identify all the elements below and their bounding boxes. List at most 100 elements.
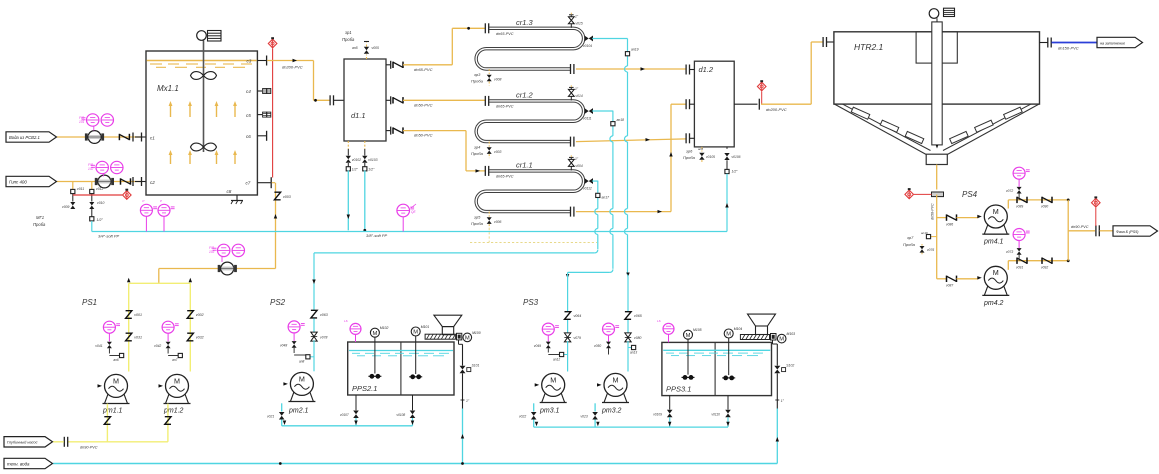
svg-text:PS1: PS1 [82, 298, 97, 307]
svg-text:M: M [113, 376, 119, 385]
svg-text:PPS2.1: PPS2.1 [352, 384, 377, 393]
svg-text:Проба: Проба [33, 222, 46, 227]
svg-text:v005: v005 [372, 46, 379, 50]
svg-text:cr1.2: cr1.2 [516, 90, 534, 99]
svg-text:M: M [993, 207, 999, 216]
svg-text:dn50-PVC: dn50-PVC [414, 102, 433, 107]
svg-text:v0112: v0112 [583, 187, 592, 191]
svg-text:1/2": 1/2" [732, 170, 739, 174]
svg-text:an13: an13 [630, 351, 637, 355]
svg-text:v004: v004 [576, 164, 583, 168]
svg-text:an17: an17 [602, 195, 610, 199]
svg-text:cr1.3: cr1.3 [516, 18, 534, 27]
svg-text:v087: v087 [946, 284, 953, 288]
svg-text:M104: M104 [734, 327, 743, 331]
svg-text:v041: v041 [95, 344, 102, 348]
svg-text:зр7: зр7 [906, 235, 914, 240]
svg-text:1": 1" [466, 399, 470, 403]
svg-text:an12: an12 [553, 358, 560, 362]
svg-text:3/8"-soft PP: 3/8"-soft PP [366, 233, 388, 238]
svg-text:v032: v032 [196, 336, 204, 340]
svg-text:cr1.1: cr1.1 [516, 160, 533, 169]
svg-text:v0110: v0110 [712, 413, 721, 417]
svg-text:v003: v003 [494, 150, 501, 154]
svg-text:M103: M103 [787, 332, 796, 336]
svg-text:v078: v078 [320, 336, 327, 340]
svg-text:dn50-PVC: dn50-PVC [414, 133, 433, 138]
svg-text:Фаза Б (PS5): Фаза Б (PS5) [1116, 230, 1139, 234]
svg-text:Гипс 400: Гипс 400 [9, 179, 27, 184]
svg-text:v0103: v0103 [368, 158, 377, 162]
svg-text:v076: v076 [927, 248, 934, 252]
svg-text:an16: an16 [921, 231, 928, 235]
svg-text:v090: v090 [1041, 205, 1048, 209]
svg-text:dn200-PVC: dn200-PVC [282, 65, 303, 70]
svg-text:PS3: PS3 [523, 298, 539, 307]
svg-text:v0108: v0108 [397, 413, 406, 417]
svg-text:c7: c7 [246, 181, 251, 186]
svg-text:an8: an8 [299, 360, 305, 364]
svg-text:зр4: зр4 [473, 145, 481, 150]
svg-text:d1.1: d1.1 [351, 111, 366, 120]
svg-text:LS: LS [344, 319, 348, 323]
svg-text:v012: v012 [96, 187, 103, 191]
svg-text:v010: v010 [97, 201, 104, 205]
svg-text:Глубинный насос: Глубинный насос [7, 441, 38, 445]
svg-text:pm1.1: pm1.1 [102, 408, 123, 415]
svg-text:an6: an6 [113, 358, 119, 362]
svg-text:1": 1" [575, 87, 579, 91]
svg-text:M105: M105 [693, 328, 702, 332]
svg-text:Проба: Проба [342, 37, 355, 42]
svg-text:v006: v006 [494, 220, 501, 224]
svg-text:PS4: PS4 [962, 190, 978, 199]
svg-text:M: M [174, 376, 180, 385]
svg-text:v0105: v0105 [706, 155, 715, 159]
svg-text:1/2": 1/2" [352, 168, 359, 172]
svg-text:v048: v048 [280, 344, 287, 348]
svg-text:v049: v049 [534, 344, 541, 348]
svg-text:МГ1: МГ1 [36, 215, 44, 220]
svg-text:an7: an7 [172, 358, 178, 362]
svg-text:c6: c6 [246, 134, 251, 139]
svg-text:dn65-PVC: dn65-PVC [496, 104, 514, 108]
svg-text:v065: v065 [634, 314, 642, 318]
svg-text:зр1: зр1 [344, 30, 352, 35]
svg-text:dn65-PVC: dn65-PVC [496, 174, 514, 178]
svg-text:HTR2.1: HTR2.1 [854, 42, 884, 52]
svg-text:P: P [160, 199, 162, 203]
svg-text:c3: c3 [247, 59, 252, 64]
svg-text:S101: S101 [472, 364, 480, 368]
svg-text:an6: an6 [698, 147, 703, 151]
svg-text:c1: c1 [150, 135, 155, 140]
svg-text:v0107: v0107 [340, 413, 349, 417]
svg-text:v022: v022 [519, 415, 526, 419]
svg-text:pm3.2: pm3.2 [601, 408, 622, 415]
svg-text:1": 1" [575, 157, 579, 161]
svg-text:M100: M100 [472, 331, 481, 335]
svg-text:M: M [465, 336, 470, 342]
svg-text:c2: c2 [150, 180, 155, 185]
svg-text:M: M [686, 333, 691, 339]
svg-text:v050: v050 [594, 344, 601, 348]
svg-text:pm1.2: pm1.2 [163, 408, 184, 415]
svg-text:v015: v015 [576, 21, 583, 25]
svg-text:dn200-PVC: dn200-PVC [766, 107, 787, 112]
svg-text:M: M [993, 268, 999, 277]
svg-text:M101: M101 [421, 325, 430, 329]
svg-text:M: M [299, 374, 305, 383]
svg-text:QE: QE [411, 210, 416, 214]
svg-text:v089: v089 [1016, 205, 1023, 209]
svg-text:dn90-PVC: dn90-PVC [1071, 225, 1089, 229]
svg-text:Проба: Проба [471, 79, 484, 84]
svg-text:P: P [142, 199, 144, 203]
svg-text:v0104: v0104 [583, 44, 592, 48]
svg-text:an5: an5 [352, 46, 358, 50]
svg-text:v063: v063 [320, 313, 328, 317]
svg-text:M: M [413, 330, 418, 336]
svg-text:1": 1" [781, 399, 785, 403]
svg-text:pm4.1: pm4.1 [983, 239, 1004, 246]
svg-text:M: M [372, 331, 377, 337]
svg-text:Mx1.1: Mx1.1 [157, 84, 179, 93]
svg-text:dn150-PVC: dn150-PVC [1058, 46, 1079, 51]
svg-text:FIR: FIR [79, 116, 85, 120]
